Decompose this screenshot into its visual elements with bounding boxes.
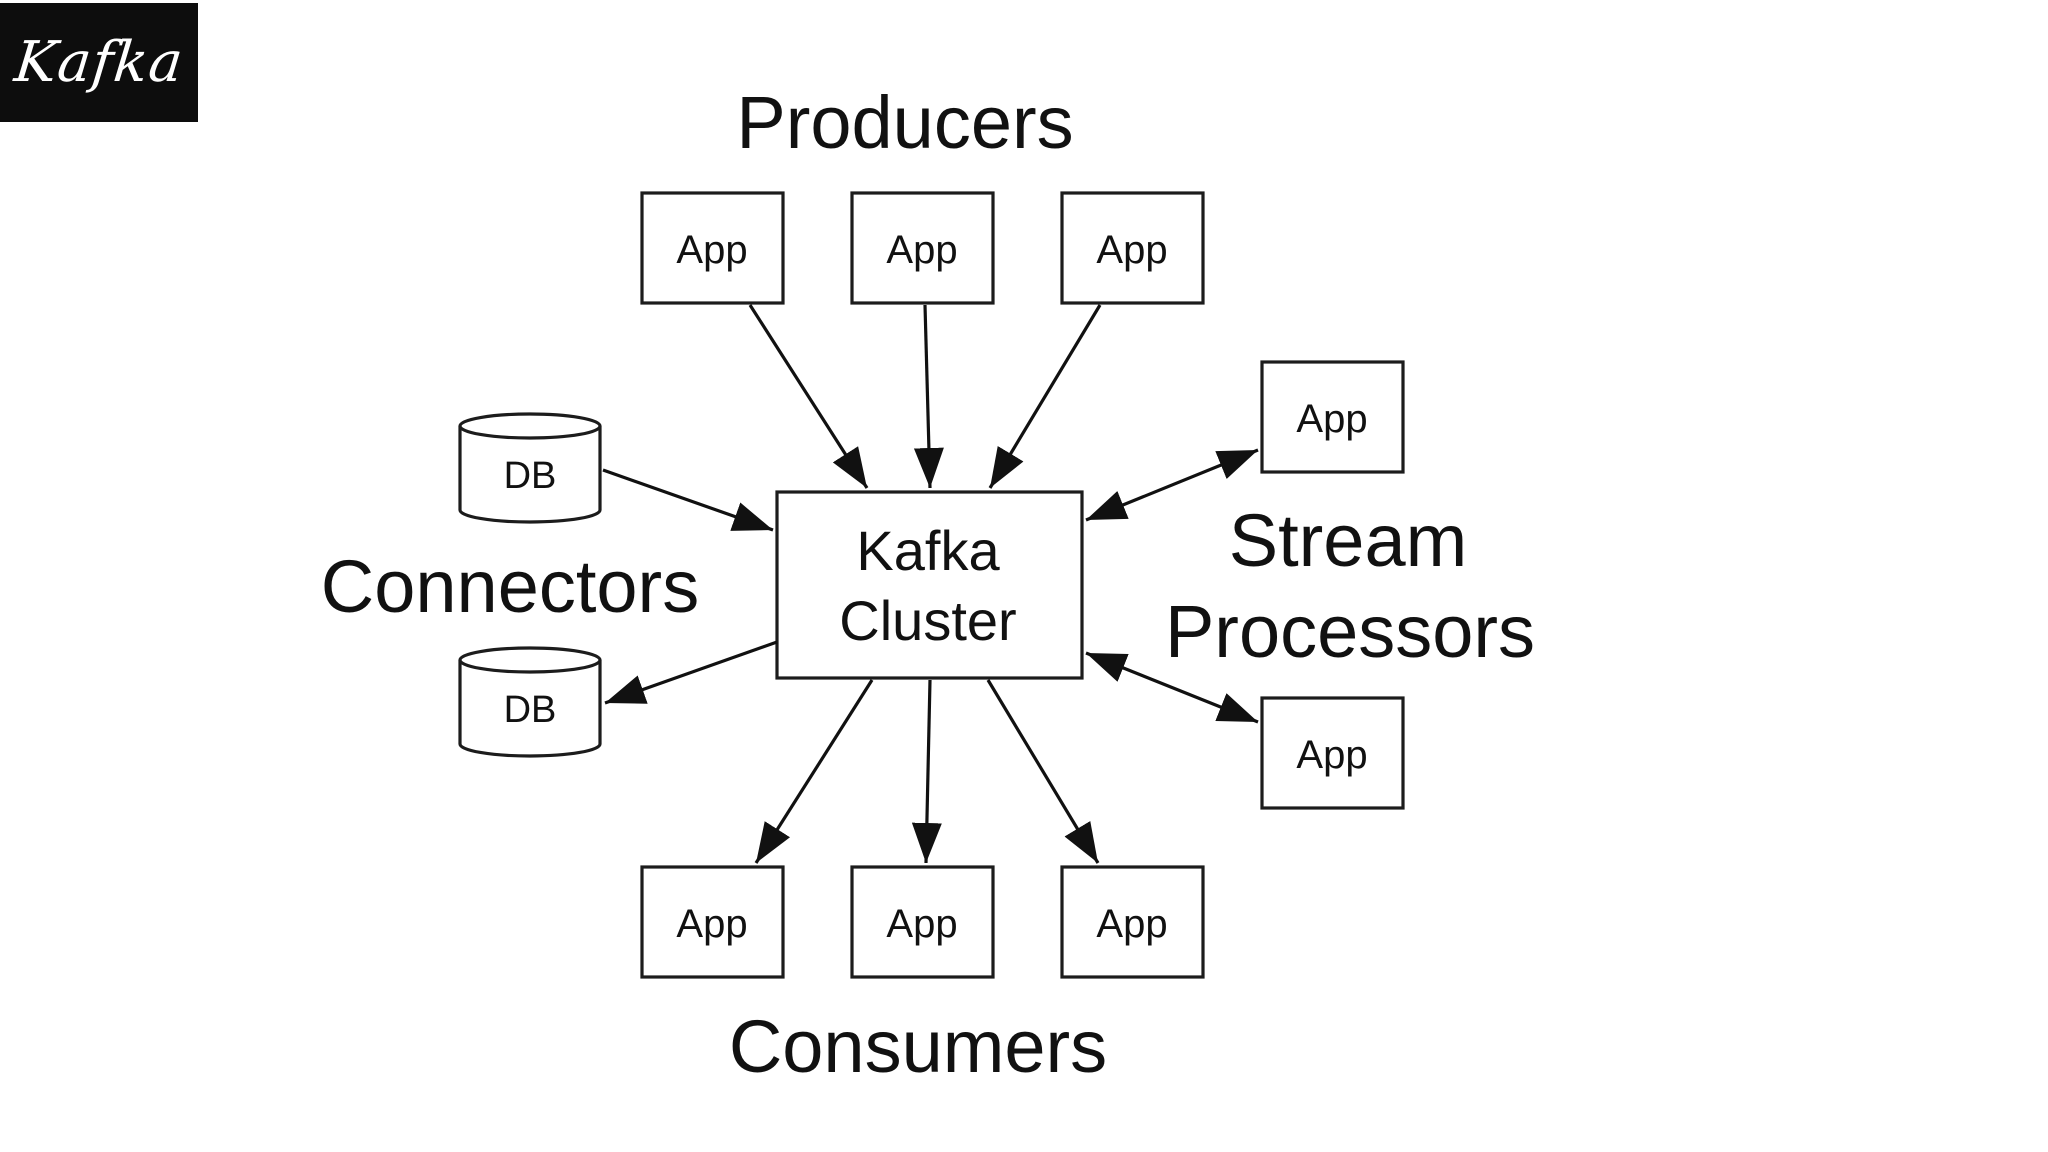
producer-to-cluster-arrow — [988, 304, 1102, 489]
producers-label: Producers — [736, 81, 1073, 164]
producer-app-label: App — [1096, 228, 1167, 272]
consumer-app-node: App — [850, 865, 995, 979]
cluster-to-consumer-arrow — [911, 679, 942, 864]
kafka-cluster-node: Kafka Cluster — [775, 490, 1084, 680]
cluster-label-line2: Cluster — [839, 589, 1016, 652]
connectors-label: Connectors — [321, 545, 699, 628]
database-label: DB — [504, 455, 557, 497]
stream-processors-label-line1: Stream — [1229, 499, 1468, 582]
consumers-label: Consumers — [729, 1005, 1107, 1088]
consumer-app-node: App — [640, 865, 785, 979]
producer-app-node: App — [640, 191, 785, 305]
db-to-cluster-arrow — [602, 468, 774, 532]
stream-processor-app-node: App — [1260, 696, 1405, 810]
producer-to-cluster-arrow — [913, 304, 944, 489]
producer-to-cluster-arrow — [748, 304, 869, 489]
database-cylinder-icon: DB — [458, 646, 602, 758]
consumer-app-node: App — [1060, 865, 1205, 979]
consumer-app-label: App — [1096, 902, 1167, 946]
producer-app-node: App — [850, 191, 995, 305]
stream-processors-label-line2: Processors — [1165, 590, 1535, 673]
cluster-label-line1: Kafka — [856, 519, 1000, 582]
database-cylinder-icon: DB — [458, 412, 602, 524]
cluster-stream-processor-bidirectional-arrow — [1085, 448, 1259, 522]
kafka-badge: Kafka — [0, 3, 198, 122]
consumer-app-label: App — [676, 902, 747, 946]
stream-processor-app-node: App — [1260, 360, 1405, 474]
stream-processor-app-label: App — [1296, 733, 1367, 777]
cluster-to-db-arrow — [604, 640, 778, 705]
stream-processor-app-label: App — [1296, 397, 1367, 441]
producer-app-label: App — [886, 228, 957, 272]
cluster-to-consumer-arrow — [986, 679, 1100, 864]
producer-app-node: App — [1060, 191, 1205, 305]
producer-app-label: App — [676, 228, 747, 272]
database-label: DB — [504, 689, 557, 731]
cluster-to-consumer-arrow — [754, 679, 874, 864]
consumer-app-label: App — [886, 902, 957, 946]
cluster-stream-processor-bidirectional-arrow — [1085, 651, 1259, 724]
